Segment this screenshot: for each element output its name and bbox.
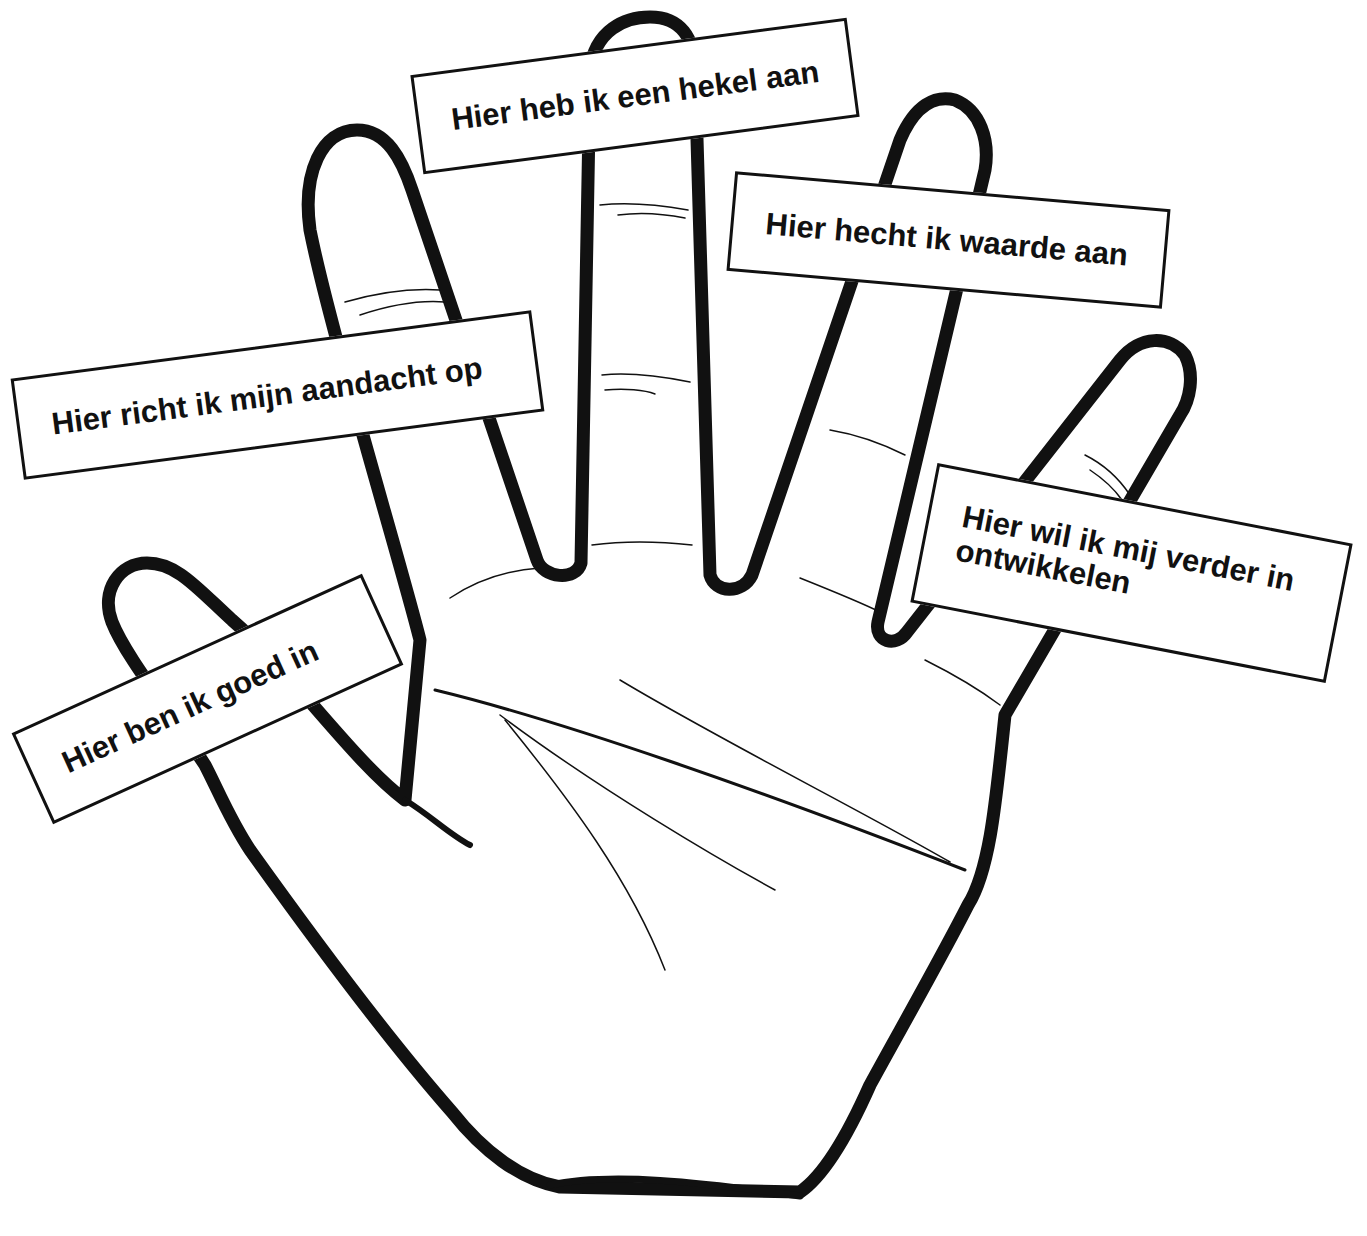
box-label: Hier wil ik mij verder in ontwikkelen xyxy=(952,500,1329,638)
finger-crease xyxy=(450,568,540,598)
finger-crease xyxy=(925,660,1000,705)
finger-crease xyxy=(800,578,880,612)
finger-crease xyxy=(1085,455,1130,495)
finger-crease xyxy=(605,389,655,394)
box-content: Hier hecht ik waarde aan xyxy=(764,207,1129,273)
box-content: Hier heb ik een hekel aan xyxy=(449,55,821,137)
palm-line xyxy=(620,680,950,862)
palm-line xyxy=(500,715,775,890)
box-label: Hier heb ik een hekel aan xyxy=(449,55,821,137)
finger-crease xyxy=(602,374,690,382)
box-content: Hier wil ik mij verder in ontwikkelen xyxy=(952,500,1329,638)
finger-crease xyxy=(592,542,692,545)
wrist-line xyxy=(550,1179,800,1196)
label-box: Hier hecht ik waarde aan xyxy=(726,171,1170,309)
finger-crease xyxy=(345,290,440,303)
finger-crease xyxy=(360,302,445,315)
palm-line xyxy=(435,690,965,870)
finger-crease xyxy=(830,430,905,455)
palm-line xyxy=(505,720,665,970)
finger-crease xyxy=(618,214,685,218)
thumb-crease xyxy=(405,800,470,845)
box-label: Hier hecht ik waarde aan xyxy=(764,207,1129,273)
finger-crease xyxy=(600,204,688,210)
